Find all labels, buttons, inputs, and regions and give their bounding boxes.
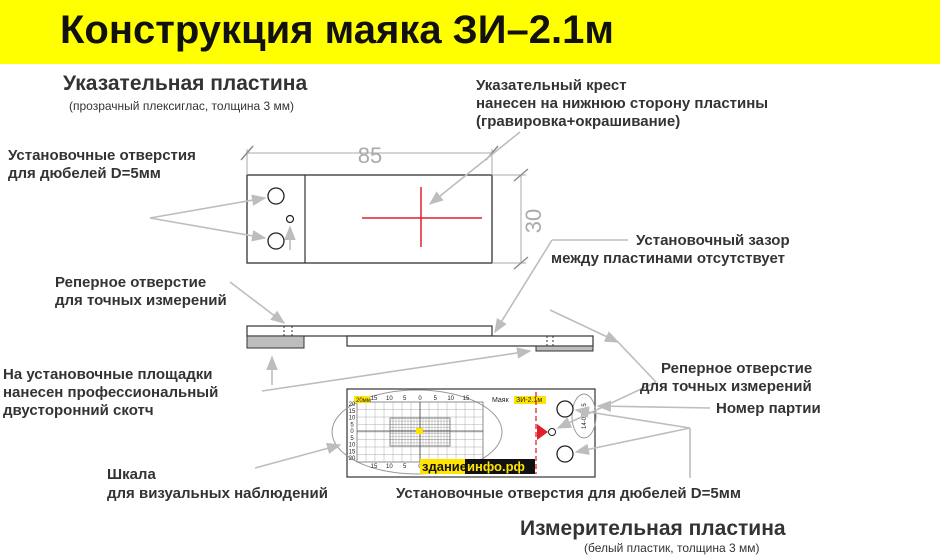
scale-top-number: 10: [386, 396, 393, 402]
ref-right-label-line1: Реперное отверстие: [661, 360, 812, 377]
cross-label-line1: Указательный крест: [476, 77, 627, 94]
scale-bottom-number: 5: [403, 464, 407, 470]
cross-label-line3: (гравировка+окрашивание): [476, 113, 680, 130]
measuring-reference-hole: [548, 428, 556, 436]
brand-model-bg: [514, 396, 546, 404]
reference-hole: [285, 214, 295, 224]
side-tape-right: [535, 345, 594, 352]
indicator-plate-heading: Указательная пластина: [63, 72, 307, 95]
scale-label-line1: Шкала: [107, 466, 156, 483]
dimension-30: 30: [492, 168, 546, 270]
scale-side-number: 5: [350, 436, 354, 442]
fine-grid-area: [389, 417, 451, 447]
tape-label-line3: двусторонний скотч: [3, 402, 154, 419]
scale-side-number: 20: [349, 402, 356, 408]
mounting-hole-1: [267, 187, 285, 205]
batch-label: Номер партии: [716, 400, 821, 417]
scale-top-number: 0: [418, 396, 422, 402]
side-view: [246, 325, 594, 352]
scale-bottom-number: 15: [371, 464, 378, 470]
website-bg-a: [420, 459, 465, 474]
brand-prefix: Маяк: [492, 397, 510, 404]
tape-label-line1: На установочные площадки: [3, 366, 212, 383]
side-tape-left: [246, 335, 305, 349]
ref-left-label-line2: для точных измерений: [55, 292, 227, 309]
holes-label-line2: для дюбелей D=5мм: [8, 165, 161, 182]
side-measuring-plate: [346, 335, 594, 347]
scale-side-number: 15: [349, 409, 356, 415]
website-b: инфо.рф: [467, 459, 525, 474]
measuring-plate-heading: Измерительная пластина: [520, 517, 786, 540]
scale-top-number: 5: [403, 396, 407, 402]
cross-label-line2: нанесен на нижнюю сторону пластины: [476, 95, 768, 112]
dimension-30-label: 30: [521, 209, 546, 233]
scale-center-mark: [416, 428, 423, 434]
page-title: Конструкция маяка ЗИ–2.1м: [60, 8, 614, 52]
scale-tag-bg: [354, 396, 370, 403]
bottom-holes-label: Установочные отверстия для дюбелей D=5мм: [396, 485, 741, 502]
scale-top-number: 5: [434, 396, 438, 402]
indicator-cross: [362, 187, 482, 247]
scale-top-numbers: 15 10 5 0 5 10 15: [371, 396, 470, 402]
dimension-85: 85: [240, 143, 499, 175]
dimension-85-label: 85: [358, 143, 382, 168]
indicator-plate-outline: [246, 174, 493, 264]
tape-label-line2: нанесен профессиональный: [3, 384, 218, 401]
scale-bottom-number: 10: [386, 464, 393, 470]
scale-side-number: 0: [350, 429, 354, 435]
measuring-plate-subheading: (белый пластик, толщина 3 мм): [584, 541, 759, 555]
batch-highlight-ellipse: [571, 393, 597, 439]
scale-side-number: 20: [349, 456, 356, 462]
title-banner: Конструкция маяка ЗИ–2.1м: [0, 0, 940, 64]
scale-side-number: 15: [349, 449, 356, 455]
scale-top-number: 10: [447, 396, 454, 402]
website-a: здание-: [422, 459, 471, 474]
ref-left-label-line1: Реперное отверстие: [55, 274, 206, 291]
gap-label-line1: Установочный зазор: [636, 232, 790, 249]
indicator-marker: [537, 424, 548, 440]
scale-label-line2: для визуальных наблюдений: [107, 485, 328, 502]
scale-top-number: 15: [371, 396, 378, 402]
scale-highlight-ellipse: [331, 389, 503, 475]
ref-right-label-line2: для точных измерений: [640, 378, 812, 395]
indicator-plate-subheading: (прозрачный плексиглас, толщина 3 мм): [69, 99, 294, 113]
measuring-hole-2: [556, 445, 574, 463]
mounting-hole-2: [267, 232, 285, 250]
measuring-hole-1: [556, 400, 574, 418]
scale-side-number: 10: [349, 443, 356, 449]
scale-side-number: 10: [349, 416, 356, 422]
brand-model: ЗИ-2.1м: [516, 397, 542, 404]
leader-arrows: [149, 131, 711, 478]
holes-label-line1: Установочные отверстия: [8, 147, 196, 164]
scale-top-number: 15: [463, 396, 470, 402]
gap-label-line2: между пластинами отсутствует: [551, 250, 785, 267]
scale-side-number: 5: [350, 422, 354, 428]
indicator-plate-top-view: [246, 174, 493, 264]
website-bg-b: [465, 459, 535, 474]
scale-tag: 20мм: [356, 398, 371, 404]
